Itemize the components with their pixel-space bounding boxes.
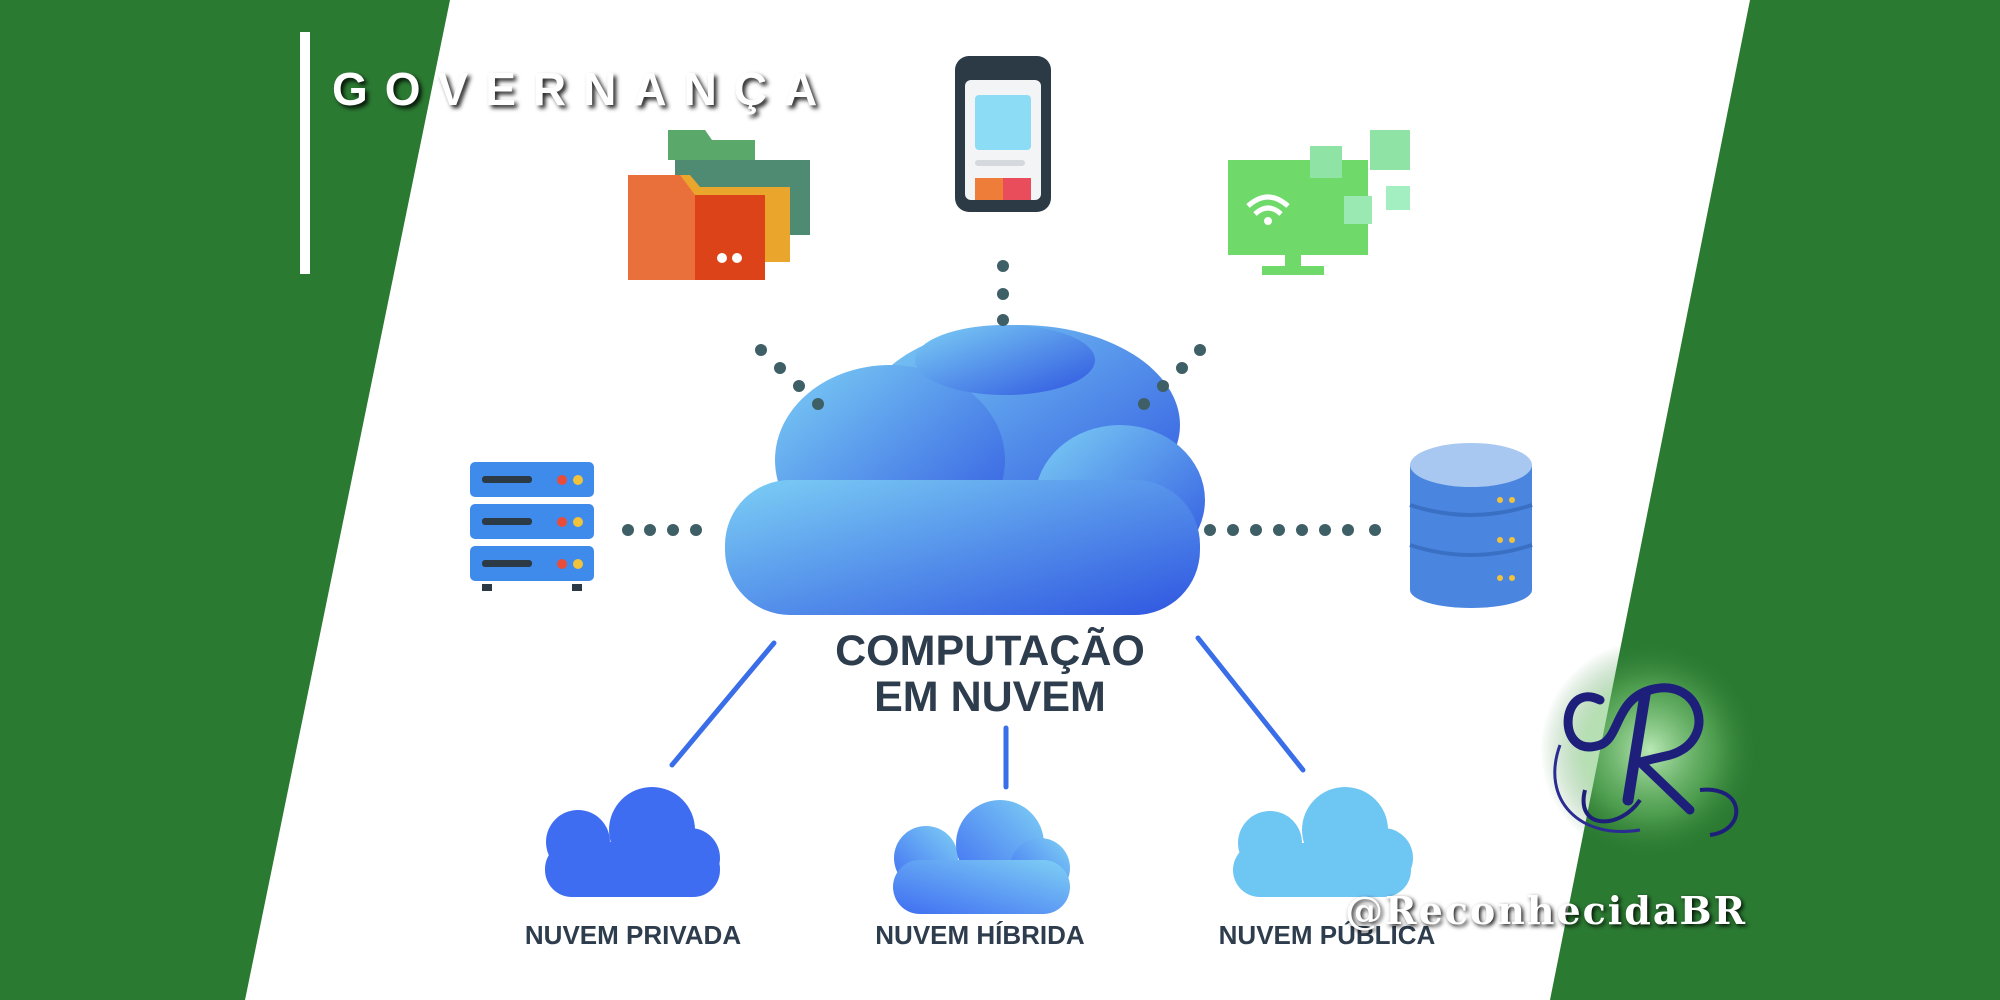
main-cloud-label-line2: EM NUVEM xyxy=(874,673,1106,721)
watermark-handle: @ReconhecidaBR xyxy=(1345,888,1748,933)
header-accent-bar xyxy=(300,32,310,274)
monitor-wifi-icon xyxy=(1228,130,1410,275)
private-cloud-label: NUVEM PRIVADA xyxy=(524,920,742,950)
public-cloud-icon xyxy=(1233,787,1413,897)
header-title: GOVERNANÇA xyxy=(332,63,835,115)
main-cloud-label-line1: COMPUTAÇÃO xyxy=(835,627,1145,675)
hybrid-cloud-label: NUVEM HÍBRIDA xyxy=(875,920,1085,950)
smartphone-icon xyxy=(955,56,1051,212)
main-cloud-label: COMPUTAÇÃO EM NUVEM xyxy=(780,628,1200,720)
monogram-logo-icon xyxy=(1540,640,1760,860)
connector-lines xyxy=(669,635,1306,790)
server-rack-icon xyxy=(470,462,594,591)
dotted-connectors xyxy=(622,260,1381,536)
folders-icon xyxy=(628,130,810,280)
private-cloud-icon xyxy=(545,787,720,897)
database-icon xyxy=(1409,443,1533,608)
main-cloud-icon xyxy=(725,325,1205,615)
public-cloud-label: NUVEM PÚBLICA xyxy=(1218,920,1436,950)
hybrid-cloud-icon xyxy=(893,800,1070,914)
